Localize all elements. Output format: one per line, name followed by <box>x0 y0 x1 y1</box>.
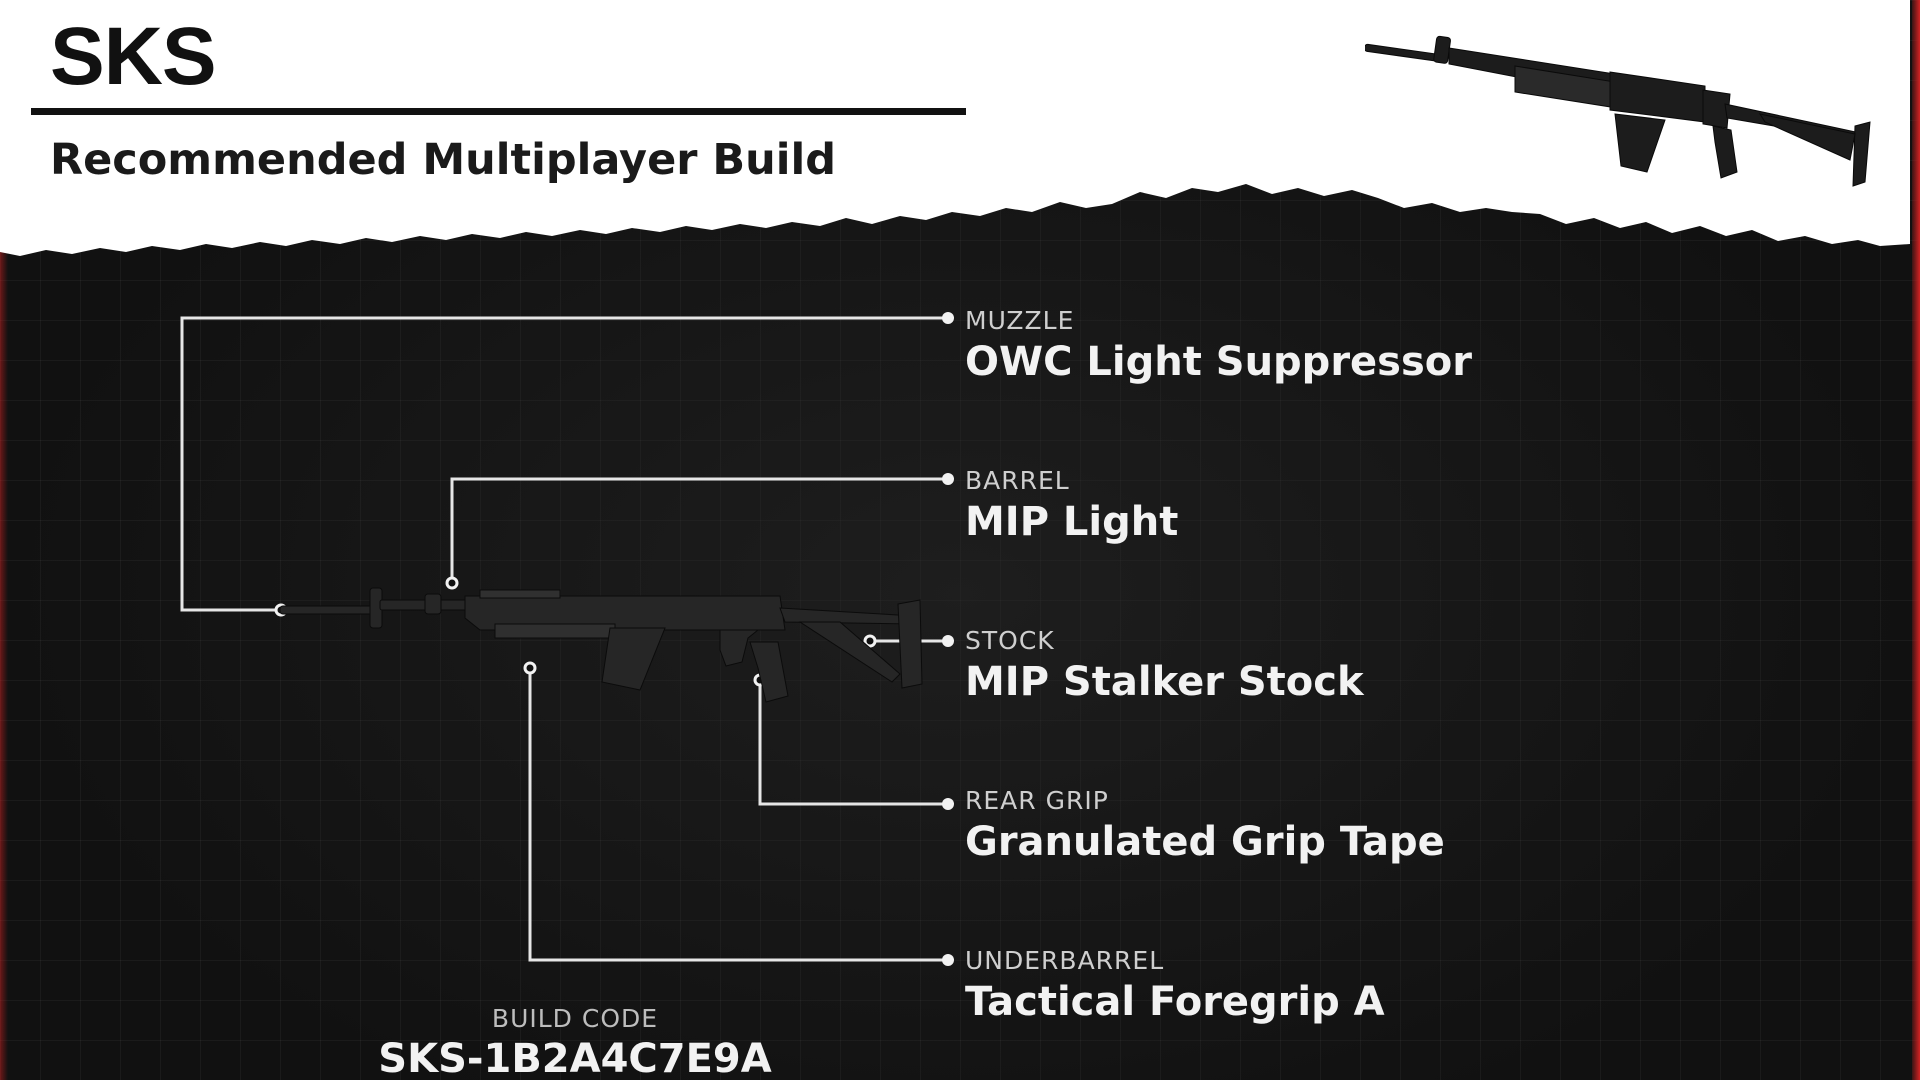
muzzle-callout-line <box>180 316 948 612</box>
underbarrel-end-dot <box>942 954 954 966</box>
header-rifle-icon <box>1365 35 1871 187</box>
attachment-name: Tactical Foregrip A <box>965 979 1385 1025</box>
left-accent-edge <box>0 0 8 1080</box>
barrel-anchor-dot <box>445 576 459 590</box>
title-underline <box>31 108 966 115</box>
attachment-stock: STOCK MIP Stalker Stock <box>965 626 1364 708</box>
attachment-muzzle: MUZZLE OWC Light Suppressor <box>965 306 1472 388</box>
rear-grip-end-dot <box>942 798 954 810</box>
attachment-slot-label: REAR GRIP <box>965 786 1109 815</box>
attachment-name: OWC Light Suppressor <box>965 339 1472 385</box>
rear-grip-callout-line <box>758 680 948 806</box>
barrel-end-dot <box>942 473 954 485</box>
main-rifle-icon <box>280 587 923 703</box>
underbarrel-callout-line <box>528 668 948 962</box>
attachment-name: MIP Light <box>965 499 1179 545</box>
underbarrel-anchor-dot <box>523 661 537 675</box>
attachment-slot-label: UNDERBARREL <box>965 946 1165 975</box>
stock-anchor-dot <box>863 634 877 648</box>
header-torn-paper <box>0 0 1910 256</box>
barrel-callout-line <box>450 477 948 583</box>
build-code-label: BUILD CODE <box>491 1004 659 1033</box>
attachment-name: MIP Stalker Stock <box>965 659 1364 705</box>
right-accent-edge <box>1912 0 1920 1080</box>
attachment-slot-label: STOCK <box>965 626 1055 655</box>
attachment-slot-label: MUZZLE <box>965 306 1075 335</box>
stock-end-dot <box>942 635 954 647</box>
attachment-rear-grip: REAR GRIP Granulated Grip Tape <box>965 786 1445 868</box>
muzzle-end-dot <box>942 312 954 324</box>
attachment-name: Granulated Grip Tape <box>965 819 1445 865</box>
build-code-value[interactable]: SKS-1B2A4C7E9A <box>378 1036 772 1080</box>
attachment-slot-label: BARREL <box>965 466 1070 495</box>
page-title: SKS <box>50 11 217 102</box>
attachment-underbarrel: UNDERBARREL Tactical Foregrip A <box>965 946 1385 1028</box>
attachment-barrel: BARREL MIP Light <box>965 466 1178 548</box>
page-subtitle: Recommended Multiplayer Build <box>50 135 837 185</box>
